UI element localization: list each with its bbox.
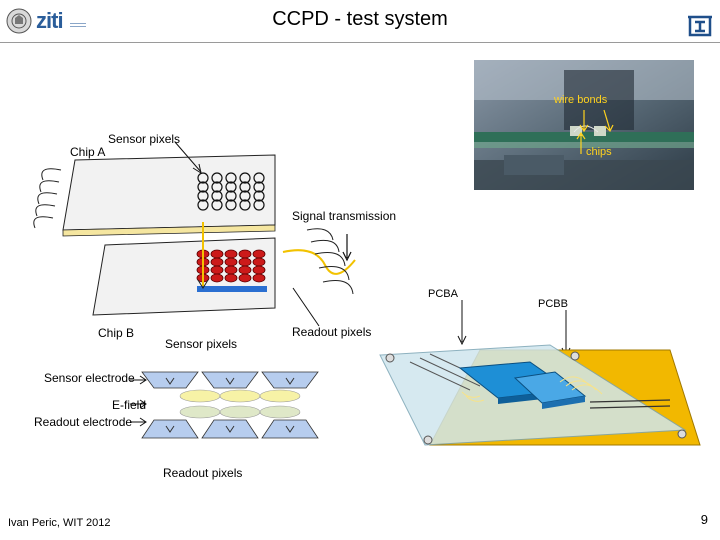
chips-label: chips: [586, 146, 612, 158]
sensor-pixels-bottom-label: Sensor pixels: [165, 337, 238, 351]
sensor-pixel-grid-top: [197, 172, 265, 211]
chips-arrow: [576, 128, 596, 158]
readout-electrode-label: Readout electrode: [34, 415, 133, 429]
footer-author: Ivan Peric, WIT 2012: [8, 517, 111, 529]
wire-bonds-arrows: [560, 108, 620, 138]
chip-a-label: Chip A: [70, 145, 106, 159]
cross-section-arrows: [130, 370, 150, 430]
wire-bonds-label: wire bonds: [554, 94, 608, 106]
pcbb-label: PCBB: [538, 298, 568, 310]
efield-label: E-field: [112, 398, 147, 412]
chip-stack-diagram: [25, 130, 445, 330]
sensor-pixels-top-label: Sensor pixels: [108, 132, 181, 146]
pcba-label: PCBA: [428, 288, 458, 300]
slide-title: CCPD - test system: [272, 8, 448, 30]
header-divider: [0, 42, 720, 43]
signal-transmission-label: Signal transmission: [292, 209, 397, 223]
page-number: 9: [700, 512, 708, 527]
institute-logo-icon: [686, 14, 714, 38]
pcb-assembly-diagram: [370, 300, 715, 460]
readout-pixels-bottom-label: Readout pixels: [163, 466, 243, 480]
readout-pixels-top-label: Readout pixels: [292, 325, 372, 339]
chip-b-label: Chip B: [98, 326, 135, 340]
sensor-electrode-label: Sensor electrode: [44, 371, 135, 385]
university-seal-icon: [6, 8, 32, 34]
ziti-logo-stripes: [70, 17, 86, 27]
ziti-logo: ziti: [36, 8, 64, 33]
pixel-cross-section-diagram: [140, 370, 320, 440]
